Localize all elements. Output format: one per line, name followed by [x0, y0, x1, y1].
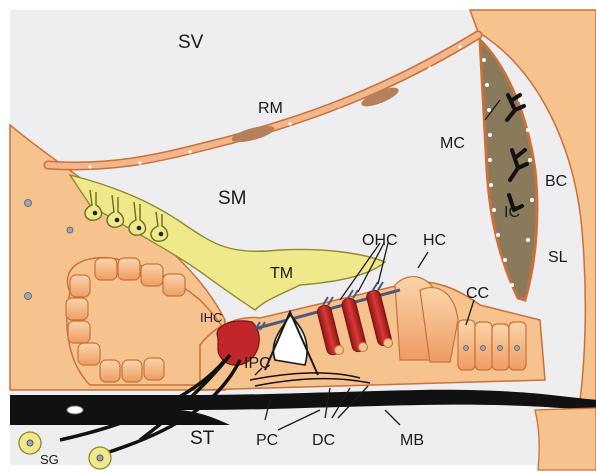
label-basal-cells: BC [545, 173, 567, 190]
label-scala-media: SM [218, 188, 247, 209]
label-spiral-ganglion: SG [40, 452, 59, 467]
label-hensen-cells: HC [423, 232, 446, 249]
label-basilar-membrane: MB [400, 432, 424, 449]
label-scala-tympani: ST [190, 428, 215, 449]
scala-tympani-floor [535, 408, 596, 470]
label-claudius-cells: CC [466, 285, 489, 302]
label-spiral-ligament: SL [548, 249, 568, 266]
label-intermediate-cells: IC [504, 204, 520, 221]
label-pillar-cells: PC [256, 432, 278, 449]
label-inner-pillar-cell: IPC [244, 355, 271, 372]
label-reissners-membrane: RM [258, 100, 283, 117]
claudius-cells [458, 320, 526, 370]
limbus-vessel [67, 406, 83, 414]
label-tectorial-membrane: TM [270, 265, 293, 282]
label-marginal-cells: MC [440, 135, 465, 152]
label-outer-hair-cells: OHC [362, 232, 398, 249]
label-scala-vestibuli: SV [178, 32, 204, 53]
label-deiters-cells: DC [312, 432, 335, 449]
label-inner-hair-cell: IHC [200, 310, 222, 325]
